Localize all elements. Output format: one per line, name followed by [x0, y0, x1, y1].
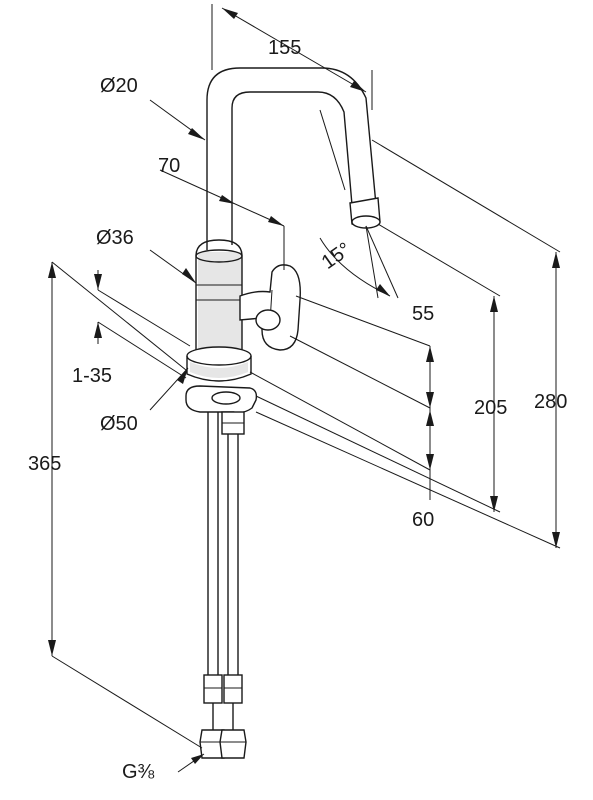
- faucet-body: [195, 239, 243, 352]
- connection-nut-right: [219, 729, 247, 759]
- label-connection-thread: G⅜: [122, 761, 155, 783]
- dim-1-35-arrow-bottom: [94, 322, 102, 338]
- dim-60-arrow-bottom: [426, 454, 434, 470]
- label-hose-length: 365: [28, 453, 61, 475]
- body-shading: [198, 252, 242, 354]
- ref-line-bottom-205: [255, 395, 501, 513]
- dim-55-arrow-bottom: [426, 392, 434, 408]
- label-base-diameter: Ø50: [100, 413, 138, 435]
- dim-365-arrow-bottom: [48, 640, 56, 656]
- dim-60-arrow-top: [426, 410, 434, 426]
- label-base-height: 60: [412, 509, 434, 531]
- ref-line-handle: [295, 295, 431, 347]
- base-ring-top: [186, 346, 252, 366]
- ref-line-outlet: [377, 223, 501, 297]
- dim-205-arrow-bottom: [490, 496, 498, 512]
- dim-365-arrow-top: [48, 262, 56, 278]
- dim-15-arrow: [376, 284, 390, 296]
- lever-handle: [239, 264, 301, 351]
- ref-line-base: [249, 371, 431, 471]
- dim-d50-arrow: [177, 368, 188, 384]
- ref-line-lever: [289, 335, 431, 409]
- body-top: [195, 249, 243, 263]
- base-ring: [186, 356, 252, 382]
- ref-line-mount-bottom: [97, 321, 187, 379]
- dim-15-ray-1: [365, 225, 379, 299]
- spout-inner: [231, 91, 353, 245]
- ferrule-left: [203, 674, 223, 704]
- ref-line-bottom-280: [255, 411, 561, 549]
- dimension-lines: [48, 4, 561, 773]
- dim-d20-arrow: [188, 128, 205, 140]
- dim-155-arrow-left: [222, 8, 238, 19]
- bracket-hole: [211, 391, 241, 405]
- dim-55-arrow-top: [426, 346, 434, 362]
- spout-highlight: [319, 109, 346, 191]
- mounting-bracket: [185, 385, 258, 414]
- dim-155-line: [221, 7, 367, 93]
- label-total-height: 280: [534, 391, 567, 413]
- label-body-diameter: Ø36: [96, 227, 134, 249]
- faucet-drawing: [185, 67, 381, 759]
- dim-70-arrow-right: [268, 216, 284, 226]
- dim-205-arrow-top: [490, 296, 498, 312]
- label-spout-diameter: Ø20: [100, 75, 138, 97]
- dim-280-arrow-top: [552, 252, 560, 268]
- label-handle-height: 55: [412, 303, 434, 325]
- label-outlet-height: 205: [474, 397, 507, 419]
- ref-line-365-top: [51, 261, 187, 371]
- label-handle-offset: 70: [158, 155, 180, 177]
- ref-line-top: [371, 139, 561, 253]
- base-ring-shade: [190, 362, 248, 378]
- label-spout-reach: 155: [268, 37, 301, 59]
- ferrule-right: [223, 674, 243, 704]
- dim-1-35-arrow-top: [94, 274, 102, 290]
- dimension-labels: 155 Ø20 70 Ø36 15° 55 1-35 Ø50 205 280 3…: [28, 37, 567, 783]
- dim-d36-arrow: [182, 268, 196, 283]
- ref-line-365-bottom: [51, 655, 203, 749]
- label-mount-thickness: 1-35: [72, 365, 112, 387]
- ref-line-mount-top: [97, 289, 191, 347]
- dim-70-arrow-left: [219, 195, 235, 204]
- dim-280-arrow-bottom: [552, 532, 560, 548]
- dim-155-arrow-right: [350, 81, 366, 92]
- dim-g38-arrow: [191, 754, 204, 764]
- lever-pivot: [255, 309, 281, 331]
- dim-15-ray-2: [365, 225, 399, 299]
